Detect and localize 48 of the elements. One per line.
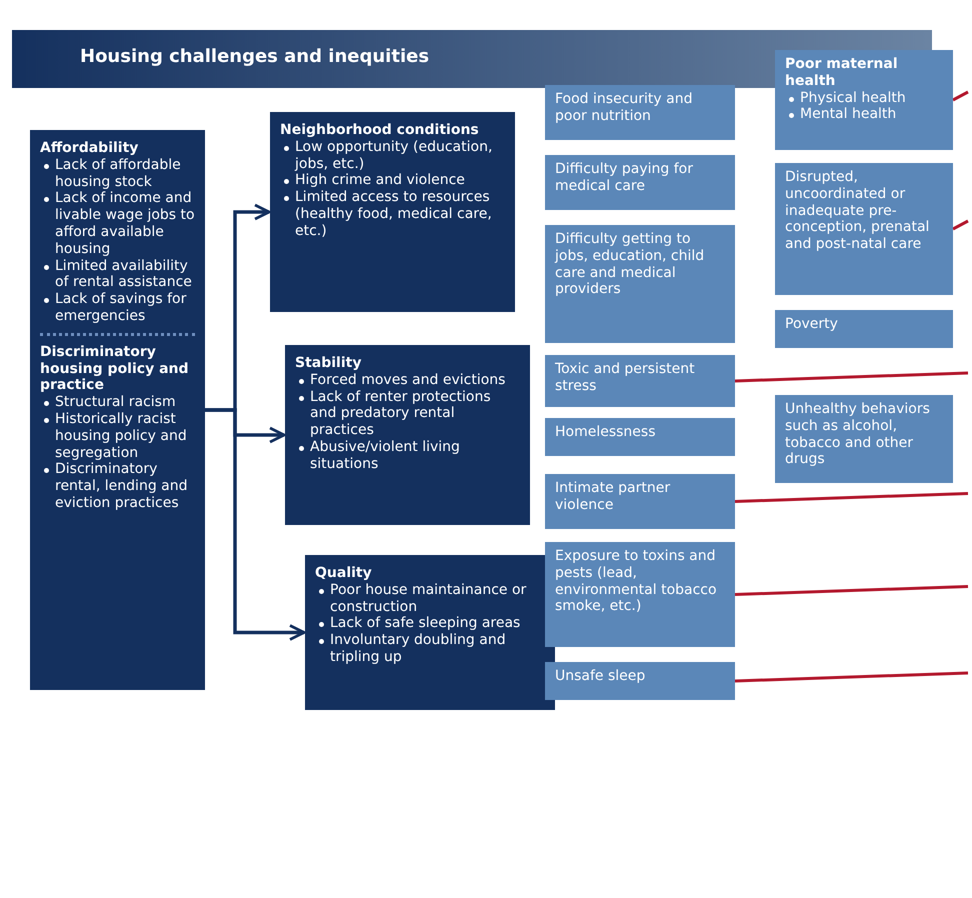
bullet-item: Involuntary doubling and tripling up bbox=[330, 632, 507, 666]
category-box bbox=[305, 555, 555, 710]
bullet-item: Mental health bbox=[800, 106, 896, 124]
connector-line bbox=[734, 492, 968, 503]
factor-box: Intimate partner violence bbox=[545, 474, 735, 529]
factor-box: Poverty bbox=[775, 310, 953, 348]
box-heading: Discriminatory housing policy and practice bbox=[40, 332, 195, 394]
bullet-item: Lack of affordable housing stock bbox=[55, 156, 182, 190]
factor-box: Difficulty getting to jobs, education, child care and medical providers bbox=[545, 225, 735, 343]
factor-box: Difficulty paying for medical care bbox=[545, 155, 735, 210]
connector-line bbox=[952, 90, 969, 102]
category-box bbox=[30, 130, 205, 690]
box-heading: Stability bbox=[295, 355, 362, 372]
box-heading: Affordability bbox=[40, 140, 140, 157]
factor-box: Toxic and persistent stress bbox=[545, 355, 735, 407]
bullet-item: Physical health bbox=[800, 90, 906, 106]
factor-box: Exposure to toxins and pests (lead, environmental tobacco smoke, etc.) bbox=[545, 542, 735, 647]
bullet-item: Lack of income and livable wage jobs to afford available housing bbox=[55, 190, 195, 258]
factor-box: Disrupted, uncoordinated or inadequate pre-conception, prenatal and post-natal care bbox=[775, 163, 953, 295]
factor-box bbox=[775, 50, 953, 150]
bullet-item: Abusive/violent living situations bbox=[310, 438, 461, 473]
banner-title: Housing challenges and inequities bbox=[80, 46, 430, 67]
factor-box: Homelessness bbox=[545, 418, 735, 456]
category-box bbox=[285, 345, 530, 525]
factor-box: Unsafe sleep bbox=[545, 662, 735, 700]
bullet-item: Lack of renter protections and predatory rental practices bbox=[310, 388, 492, 439]
bullet-item: Lack of safe sleeping areas bbox=[330, 615, 520, 632]
bullet-item: Poor house maintainance or construction bbox=[330, 582, 528, 616]
connector-line bbox=[734, 585, 968, 596]
bullet-item: Limited access to resources (healthy food, medical care, etc.) bbox=[295, 189, 493, 240]
box-heading: Quality bbox=[315, 565, 373, 582]
box-heading: Poor maternal health bbox=[785, 56, 899, 90]
category-box bbox=[270, 112, 515, 312]
factor-box: Food insecurity and poor nutrition bbox=[545, 85, 735, 140]
connector-line bbox=[952, 220, 969, 230]
bullet-item: Structural racism bbox=[55, 394, 176, 411]
bullet-item: Forced moves and evictions bbox=[310, 372, 506, 389]
connector-line bbox=[734, 372, 968, 382]
bullet-item: Low opportunity (education, jobs, etc.) bbox=[295, 138, 494, 172]
bullet-item: Discriminatory rental, lending and eviction practices bbox=[55, 461, 188, 512]
arrow bbox=[205, 408, 306, 641]
factor-box: Unhealthy behaviors such as alcohol, tobacco and other drugs bbox=[775, 395, 953, 483]
connector-line bbox=[734, 672, 968, 682]
box-heading: Neighborhood conditions bbox=[280, 122, 480, 139]
bullet-item: Limited availability of rental assistance bbox=[55, 258, 193, 292]
bullet-item: High crime and violence bbox=[295, 172, 465, 190]
bullet-item: Lack of savings for emergencies bbox=[55, 291, 188, 325]
bullet-item: Historically racist housing policy and segregation bbox=[55, 410, 188, 462]
